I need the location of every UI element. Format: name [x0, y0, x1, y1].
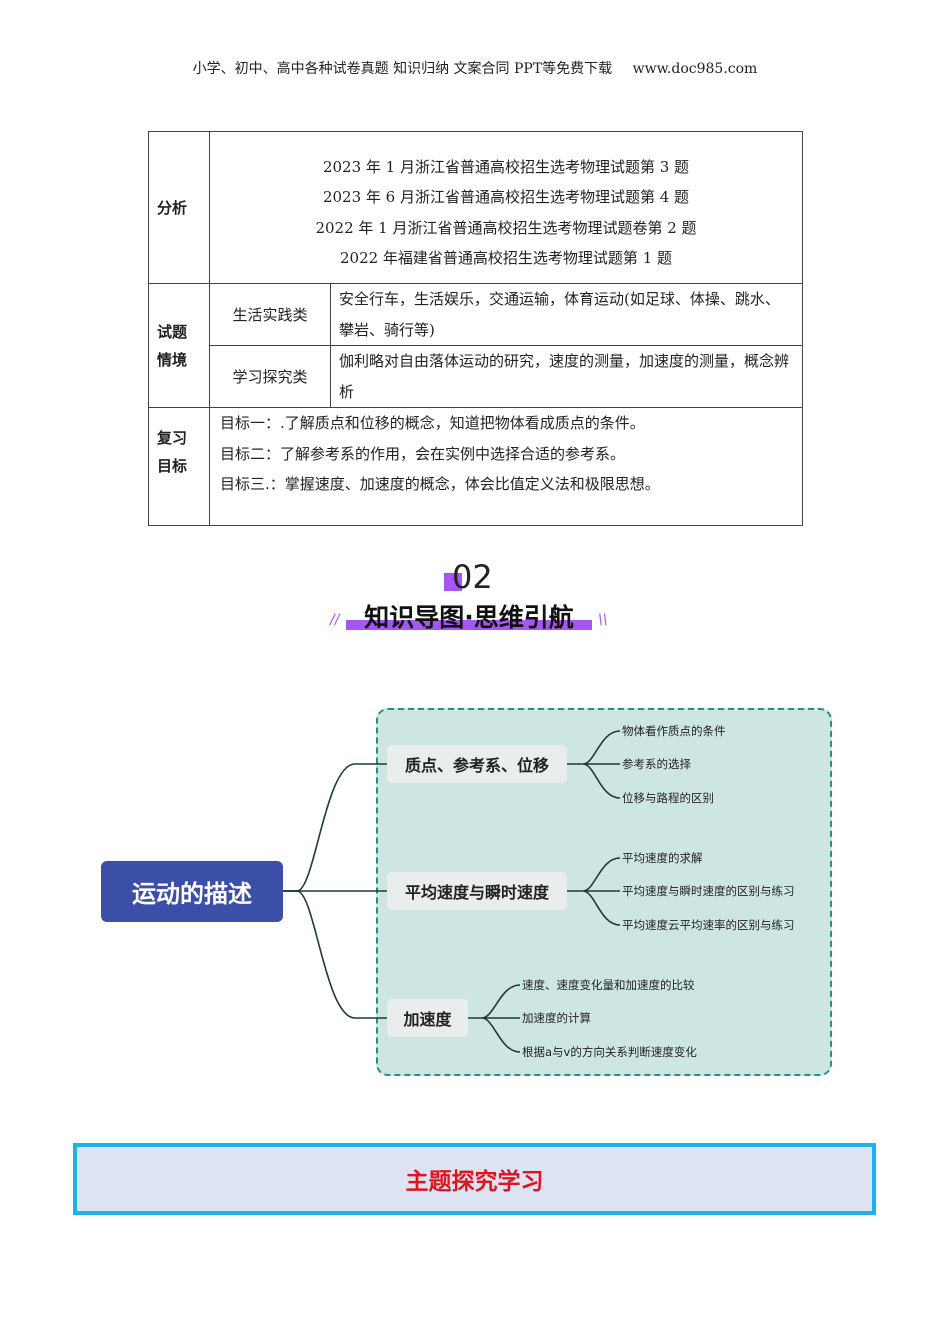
page-header: 小学、初中、高中各种试卷真题 知识归纳 文案合同 PPT等免费下载 www.do…	[0, 58, 950, 78]
connector	[567, 857, 621, 926]
analysis-item: 2022 年 1 月浙江省普通高校招生选考物理试题卷第 2 题	[315, 218, 697, 237]
slash-decor-right: \\	[598, 612, 608, 628]
title-underline	[346, 620, 592, 630]
analysis-item: 2022 年福建省普通高校招生选考物理试题第 1 题	[339, 249, 673, 267]
analysis-content: 2023 年 1 月浙江省普通高校招生选考物理试题第 3 题 2023 年 6 …	[209, 131, 803, 284]
branch-node: 加速度	[387, 999, 468, 1037]
context-type: 学习探究类	[209, 345, 331, 408]
goals-content: 目标一：.了解质点和位移的概念，知道把物体看成质点的条件。 目标二：了解参考系的…	[209, 407, 803, 526]
slash-decor-left: //	[330, 612, 340, 628]
branch-node: 质点、参考系、位移	[387, 745, 567, 783]
section-number: 02	[452, 558, 493, 596]
section-title: 知识导图·思维引航	[364, 603, 574, 632]
number-accent	[444, 573, 462, 591]
context-label: 试题情境	[148, 283, 210, 408]
context-content: 安全行车，生活娱乐，交通运输，体育运动(如足球、体操、跳水、攀岩、骑行等)	[330, 283, 803, 346]
connector	[283, 763, 387, 892]
leaf-node: 加速度的计算	[522, 1011, 591, 1025]
leaf-node: 平均速度云平均速率的区别与练习	[622, 918, 795, 932]
analysis-item: 2023 年 1 月浙江省普通高校招生选考物理试题第 3 题	[322, 157, 690, 176]
mindmap-root: 运动的描述	[101, 861, 283, 922]
leaf-node: 根据a与v的方向关系判断速度变化	[522, 1045, 697, 1059]
header-url[interactable]: www.doc985.com	[632, 61, 758, 77]
label-line: 试题	[157, 322, 188, 341]
label-line: 目标	[157, 457, 188, 475]
goal-item: 目标三.：掌握速度、加速度的概念，体会比值定义法和极限思想。	[220, 475, 660, 493]
leaf-node: 速度、速度变化量和加速度的比较	[522, 978, 695, 992]
leaf-node: 平均速度与瞬时速度的区别与练习	[622, 884, 795, 898]
label-line: 情境	[157, 350, 188, 369]
context-content: 伽利略对自由落体运动的研究，速度的测量，加速度的测量，概念辨析	[330, 345, 803, 408]
leaf-node: 平均速度的求解	[622, 851, 703, 865]
banner-title: 主题探究学习	[405, 1169, 544, 1195]
branch-node: 平均速度与瞬时速度	[387, 872, 567, 910]
goal-item: 目标一：.了解质点和位移的概念，知道把物体看成质点的条件。	[220, 414, 645, 432]
goal-item: 目标二：了解参考系的作用，会在实例中选择合适的参考系。	[220, 444, 626, 463]
analysis-label: 分析	[148, 131, 210, 284]
leaf-node: 物体看作质点的条件	[622, 724, 726, 738]
goals-label: 复习目标	[148, 407, 210, 526]
header-left: 小学、初中、高中各种试卷真题 知识归纳 文案合同 PPT等免费下载	[192, 61, 613, 77]
label-line: 复习	[157, 429, 188, 447]
connector	[468, 984, 521, 1053]
connector	[283, 890, 387, 1019]
analysis-item: 2023 年 6 月浙江省普通高校招生选考物理试题第 4 题	[322, 188, 690, 206]
topic-banner: 主题探究学习	[73, 1143, 876, 1215]
leaf-node: 位移与路程的区别	[622, 791, 714, 805]
leaf-node: 参考系的选择	[622, 757, 691, 771]
connector	[567, 730, 621, 799]
overview-table: 分析 2023 年 1 月浙江省普通高校招生选考物理试题第 3 题 2023 年…	[148, 131, 803, 526]
